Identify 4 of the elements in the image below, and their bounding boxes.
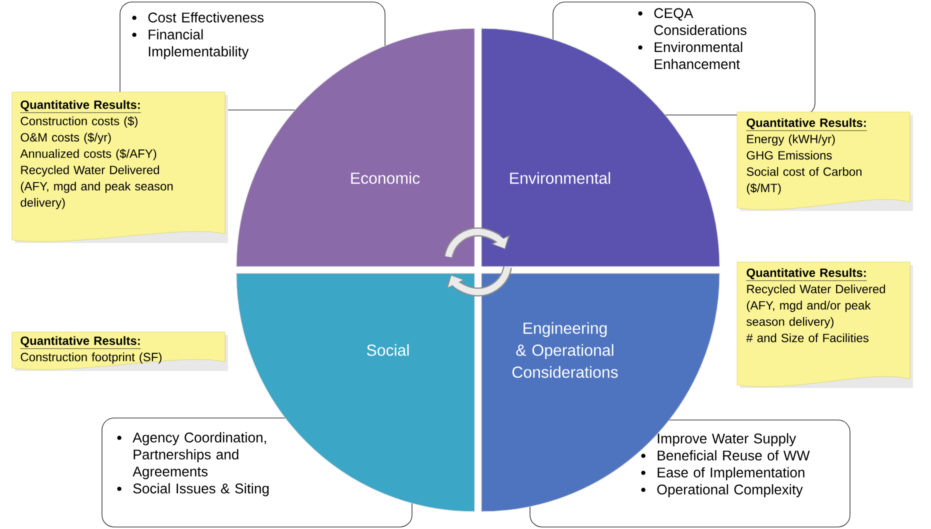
sticky-note: Quantitative Results: Energy (kWH/yr) GHG Emissions Social cost of Carbon ($/MT) <box>736 112 913 211</box>
sticky-note: Quantitative Results: Construction costs ($) O&M costs ($/yr) Annualized costs ($/AFY) Recycled Water Delivered (AFY, mgd and peak season delivery) <box>12 92 228 243</box>
sticky-note: Quantitative Results: Construction footprint (SF) <box>12 332 228 371</box>
sticky-note: Quantitative Results: Recycled Water Delivered (AFY, mgd and/or peak season delivery) # and Size of Facilities <box>736 262 913 388</box>
